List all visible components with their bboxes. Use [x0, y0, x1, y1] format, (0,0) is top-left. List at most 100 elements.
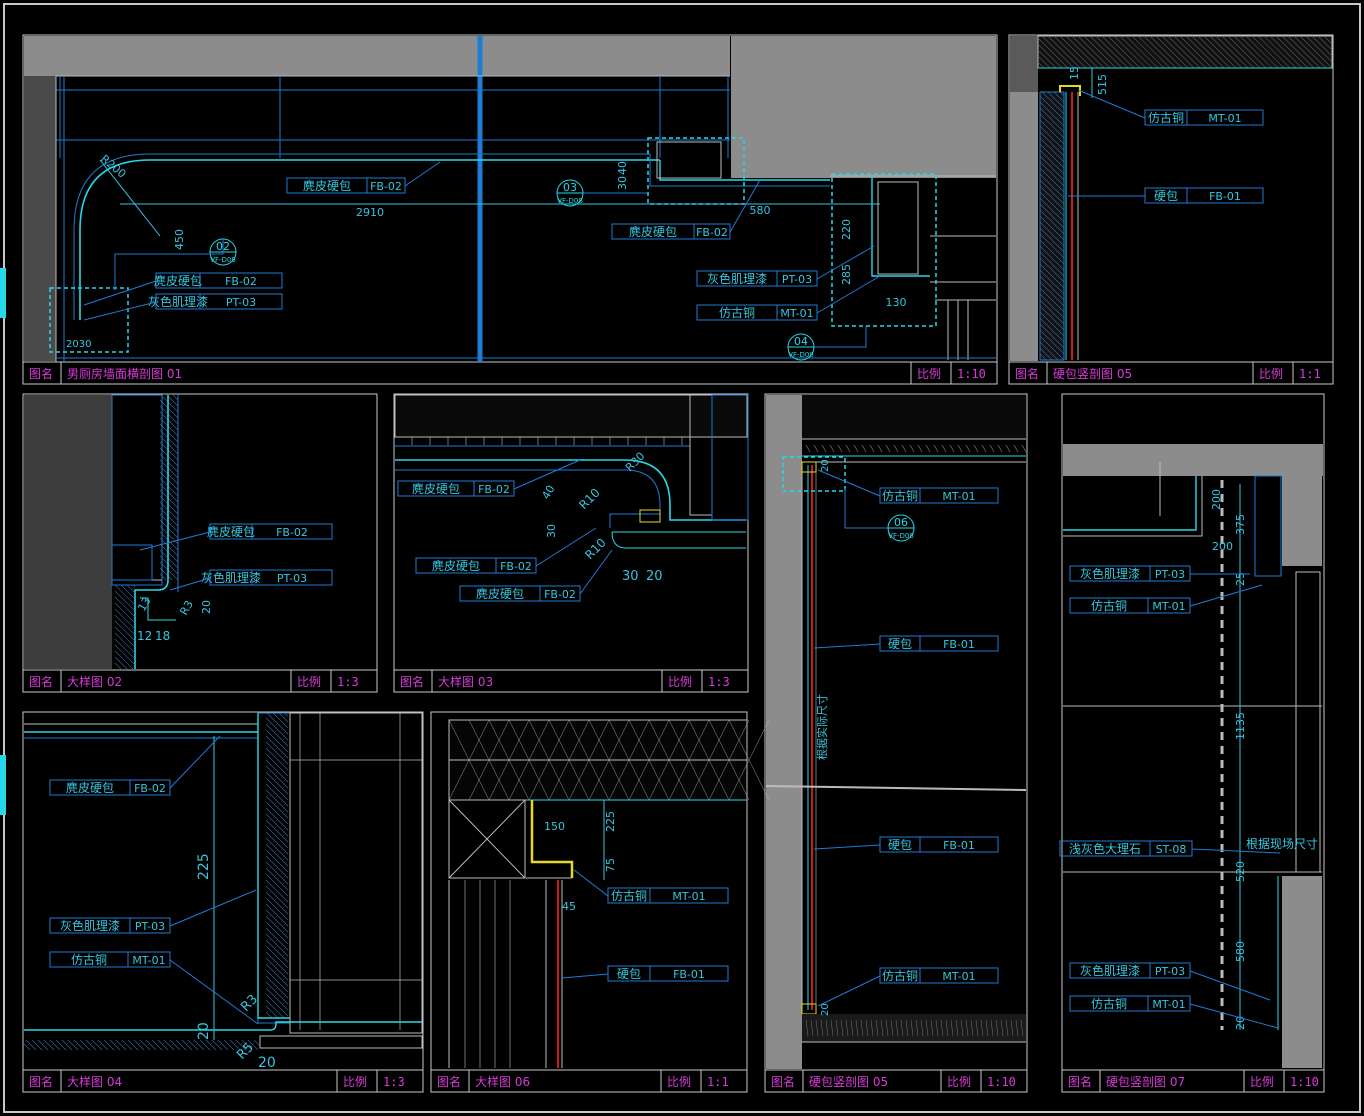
- finish-edge: [257, 713, 290, 1019]
- floor-texture: [885, 1019, 889, 1037]
- callout-leader: [844, 488, 888, 529]
- title-label: 图名: [1068, 1074, 1092, 1089]
- hatch-line: [265, 735, 289, 759]
- texture: [997, 444, 1003, 453]
- tag-code: MT-01: [780, 307, 813, 320]
- hatch-line: [159, 471, 179, 491]
- hatch-line: [1101, 35, 1135, 69]
- hatch-line: [114, 638, 136, 660]
- callout-leader: [814, 326, 867, 348]
- finish-curve: [395, 459, 746, 521]
- callout-ref: VF-D08: [788, 351, 814, 359]
- hatch-line: [1149, 35, 1183, 69]
- hatch-line: [205, 1039, 217, 1051]
- hatch-line: [265, 885, 289, 909]
- scale-label: 比例: [947, 1075, 971, 1089]
- hatch-line: [265, 825, 289, 849]
- tag-code-box: [199, 272, 283, 289]
- panel-frame: [1061, 393, 1325, 1093]
- floor-texture: [975, 1019, 979, 1037]
- hatch-line: [265, 939, 289, 963]
- tag-code: FB-01: [943, 839, 975, 852]
- floor-texture: [945, 1019, 949, 1037]
- tag-text: 硬包: [1154, 189, 1178, 203]
- dimension-text: 20: [200, 600, 213, 614]
- hatch-line: [265, 861, 289, 885]
- panel-frame: [393, 393, 749, 693]
- tag-text: 硬包: [617, 967, 641, 981]
- dimension-text: 40: [539, 483, 557, 502]
- tag-code-box: [1149, 840, 1193, 857]
- hatch-line: [265, 843, 289, 867]
- hatch-line: [1047, 91, 1065, 109]
- side-note: 根据现场尺寸: [1246, 837, 1318, 851]
- finish-surface: [79, 159, 660, 320]
- hatch-line: [1039, 347, 1053, 361]
- tag-code: MT-01: [1208, 112, 1241, 125]
- hatch-line: [1047, 35, 1081, 69]
- floor-texture: [890, 1019, 894, 1037]
- tag-text: 麂皮硬包: [154, 273, 202, 288]
- hatch-line: [103, 1039, 115, 1051]
- dimension-text: 2910: [356, 206, 384, 219]
- wall-frame: [1254, 475, 1282, 577]
- floor-texture: [825, 1019, 829, 1037]
- dimension-text: 20: [1234, 1016, 1247, 1030]
- hatch-line: [181, 1039, 193, 1051]
- hatch-line: [1039, 155, 1065, 181]
- tag-code-box: [919, 967, 999, 984]
- panel-title: 硬包竖剖图 05: [809, 1075, 888, 1089]
- tag-leader: [1189, 970, 1271, 1001]
- trim-top: [801, 461, 817, 473]
- hatch-line: [114, 650, 134, 670]
- hatch-line: [265, 855, 289, 879]
- hatch-line: [172, 394, 179, 401]
- hatch-line: [1071, 35, 1105, 69]
- hatch-line: [114, 626, 136, 648]
- floor-texture: [995, 1019, 999, 1037]
- hatch-line: [1083, 35, 1117, 69]
- tag-leader: [1189, 584, 1263, 607]
- tag-leader: [83, 280, 157, 306]
- hatch-line: [114, 608, 136, 630]
- hatch-line: [55, 1039, 67, 1051]
- tag-leader: [535, 527, 597, 567]
- hatch-line: [1039, 137, 1065, 163]
- hatch-line: [1059, 91, 1065, 97]
- hatch-line: [1039, 227, 1065, 253]
- base-finish: [24, 1021, 422, 1031]
- tag-text: 麂皮硬包: [207, 524, 255, 539]
- tag-text: 仿古铜: [719, 305, 755, 320]
- tag-code: MT-01: [132, 954, 165, 967]
- hatch-line: [1077, 35, 1111, 69]
- hatch-line: [265, 933, 289, 957]
- hatch-line: [265, 849, 289, 873]
- hatch-line: [265, 717, 289, 741]
- hatch-line: [145, 1039, 157, 1051]
- hatch-line: [114, 590, 136, 612]
- hatch-line: [159, 405, 179, 425]
- tag-code: FB-01: [673, 968, 705, 981]
- hatch-line: [114, 644, 136, 666]
- texture: [909, 444, 915, 453]
- dimension-text: 25: [1234, 572, 1247, 586]
- hatch-line: [175, 1039, 187, 1051]
- tag-code: FB-01: [943, 638, 975, 651]
- tag-code-box: [919, 836, 999, 853]
- panel-title: 硬包竖剖图 05: [1053, 367, 1132, 381]
- dimension-text: 200: [1210, 489, 1223, 510]
- hatch-line: [1269, 35, 1303, 69]
- floor-texture: [970, 1019, 974, 1037]
- tag-leader: [579, 549, 613, 595]
- tag-code-box: [1147, 995, 1191, 1012]
- floor-texture: [820, 1019, 824, 1037]
- finish-backing: [73, 153, 650, 320]
- floor-texture: [875, 1019, 879, 1037]
